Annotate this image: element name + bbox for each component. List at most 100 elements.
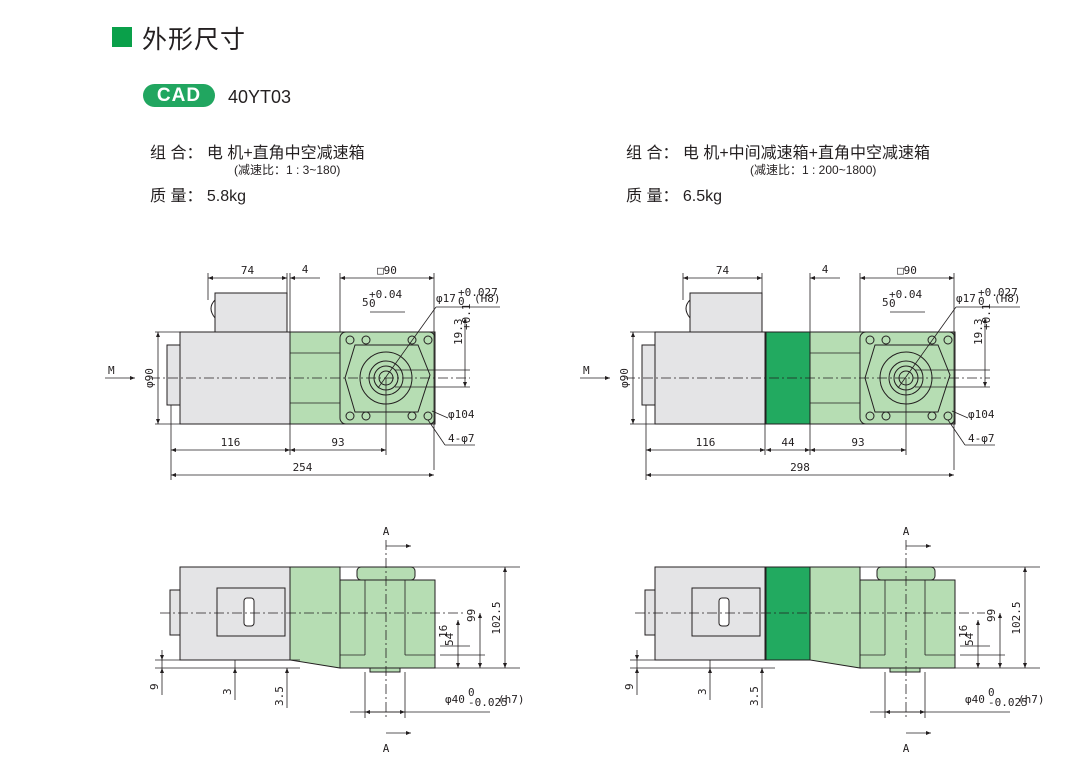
dim-19-3-tol: +0.1 — [980, 304, 993, 331]
dim-16: 16 — [957, 625, 970, 638]
dim-total-length: 298 — [790, 461, 810, 474]
section-label-a-top: A — [383, 525, 390, 538]
arrowhead — [635, 668, 639, 673]
dim-54: 54 — [963, 632, 976, 646]
dim-phi-104: φ104 — [448, 408, 475, 421]
arrowhead — [646, 448, 651, 452]
section-label-a-bottom: A — [903, 742, 910, 755]
arrowhead — [456, 663, 460, 668]
dim-93: 93 — [851, 436, 864, 449]
arrowhead — [631, 419, 635, 424]
arrowhead — [926, 731, 931, 735]
gearbox-housing — [859, 579, 956, 669]
combination: 组 合： 电 机+中间减速箱+直角中空减速箱 — [626, 145, 931, 162]
dim-3-5: 3.5 — [748, 686, 761, 706]
dim-phi-90: φ90 — [618, 368, 631, 388]
dim-19-3-tol: +0.1 — [460, 304, 473, 331]
dim-bore-tol-lo: 0 — [458, 295, 465, 308]
bolt-hole — [881, 335, 891, 345]
cad-button[interactable]: CAD — [143, 84, 215, 107]
dim-bore-fit: (H8) — [994, 292, 1021, 305]
dim-116: 116 — [221, 436, 241, 449]
arrowhead — [1023, 663, 1027, 668]
arrowhead — [635, 655, 639, 660]
arrowhead — [760, 668, 764, 673]
dim-9: 9 — [623, 683, 636, 690]
bolt-hole — [407, 335, 417, 345]
dim-shaft-fit: (h7) — [1018, 693, 1045, 706]
arrowhead — [998, 613, 1002, 618]
arrowhead — [810, 448, 815, 452]
arrowhead — [976, 663, 980, 668]
arrowhead — [926, 544, 931, 548]
arrowhead — [998, 663, 1002, 668]
bolt-hole — [865, 335, 875, 345]
arrowhead — [810, 276, 815, 280]
line — [947, 419, 966, 446]
dim-shaft-fit: (h7) — [498, 693, 525, 706]
arrowhead — [646, 473, 651, 477]
dim-102-5: 102.5 — [1010, 601, 1023, 634]
arrowhead — [757, 276, 762, 280]
dim-square-90: □90 — [897, 264, 917, 277]
arrowhead — [406, 544, 411, 548]
reduction-ratio: (减速比：1 : 3~180) — [234, 163, 341, 177]
dim-total-length: 254 — [293, 461, 313, 474]
arrowhead — [285, 448, 290, 452]
dim-key-tol-lo: 0 — [889, 297, 896, 310]
arrowhead — [285, 668, 289, 673]
gearbox-body — [289, 566, 341, 669]
dim-4-holes: 4-φ7 — [968, 432, 995, 445]
dim-phi-90: φ90 — [143, 368, 156, 388]
line — [431, 410, 449, 419]
arrowhead — [406, 731, 411, 735]
intermediate-gearbox — [765, 566, 811, 661]
arrowhead — [171, 448, 176, 452]
dim-16: 16 — [437, 625, 450, 638]
arrowhead — [708, 668, 712, 673]
arrowhead — [901, 448, 906, 452]
bolt-hole — [345, 411, 355, 421]
arrowhead — [463, 318, 467, 323]
line — [377, 306, 437, 389]
dim-bore-tol-hi: +0.027 — [458, 286, 498, 299]
arrowhead — [631, 332, 635, 337]
terminal-box — [214, 292, 288, 333]
arrowhead — [860, 276, 865, 280]
dim-116: 116 — [696, 436, 716, 449]
shaft-stub — [889, 667, 921, 673]
bolt-hole — [865, 411, 875, 421]
arrowhead — [160, 655, 164, 660]
arrowhead — [976, 620, 980, 625]
arrowhead — [156, 419, 160, 424]
mass: 质 量： 5.8kg — [150, 188, 247, 205]
dim-bore-tol-lo: 0 — [978, 295, 985, 308]
line — [897, 306, 957, 389]
arrowhead — [340, 276, 345, 280]
bolt-hole — [361, 335, 371, 345]
arrowhead — [233, 668, 237, 673]
arrowhead — [463, 382, 467, 387]
dim-9: 9 — [148, 683, 161, 690]
dim-key-width: 5 — [362, 296, 369, 309]
dim-key-tol-lo: 0 — [369, 297, 376, 310]
dim-19-3: 19.3 — [972, 319, 985, 346]
arrowhead — [208, 276, 213, 280]
dim-4: 4 — [302, 263, 309, 276]
dim-3: 3 — [221, 688, 234, 695]
dim-square-90: □90 — [377, 264, 397, 277]
line — [951, 410, 969, 419]
dim-shaft-tol-hi: 0 — [468, 686, 475, 699]
dim-4: 4 — [822, 263, 829, 276]
arrowhead — [760, 448, 765, 452]
mass: 质 量： 6.5kg — [626, 188, 723, 205]
arrowhead — [503, 567, 507, 572]
dim-bore-tol-hi: +0.027 — [978, 286, 1018, 299]
